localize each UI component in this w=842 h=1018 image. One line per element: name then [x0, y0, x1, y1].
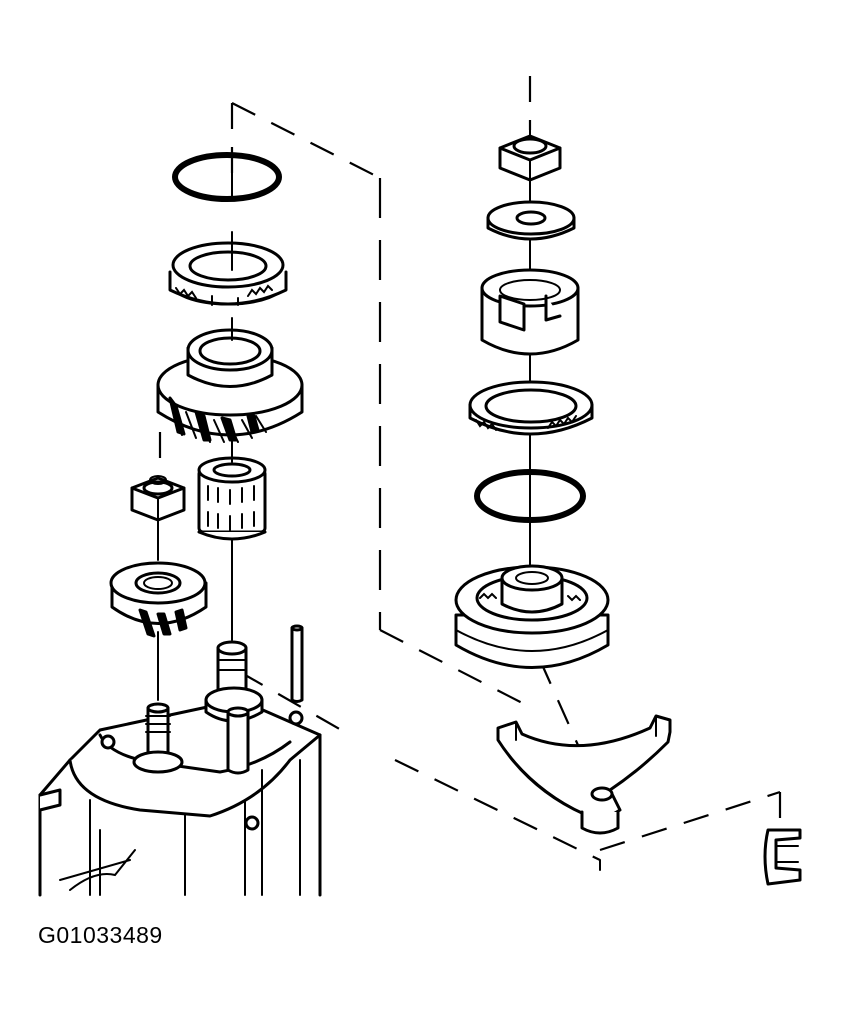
snap-ring-right — [474, 469, 586, 523]
snap-ring-left — [172, 152, 282, 202]
helical-gear-large — [156, 328, 304, 443]
figure-id-label: G01033489 — [38, 922, 163, 948]
shift-fork — [496, 714, 672, 835]
collar-sleeve-right — [480, 268, 580, 356]
needle-bearing — [197, 456, 267, 541]
helical-gear-small — [109, 561, 208, 638]
transmission-housing — [38, 624, 322, 897]
synchronizer-ring-left — [168, 241, 288, 306]
synchronizer-hub-sleeve — [454, 564, 610, 669]
retaining-clip — [763, 828, 802, 886]
washer-right — [486, 200, 576, 241]
hex-nut-right — [498, 134, 562, 182]
synchronizer-ring-right — [468, 380, 594, 436]
hex-nut-left — [130, 475, 186, 522]
